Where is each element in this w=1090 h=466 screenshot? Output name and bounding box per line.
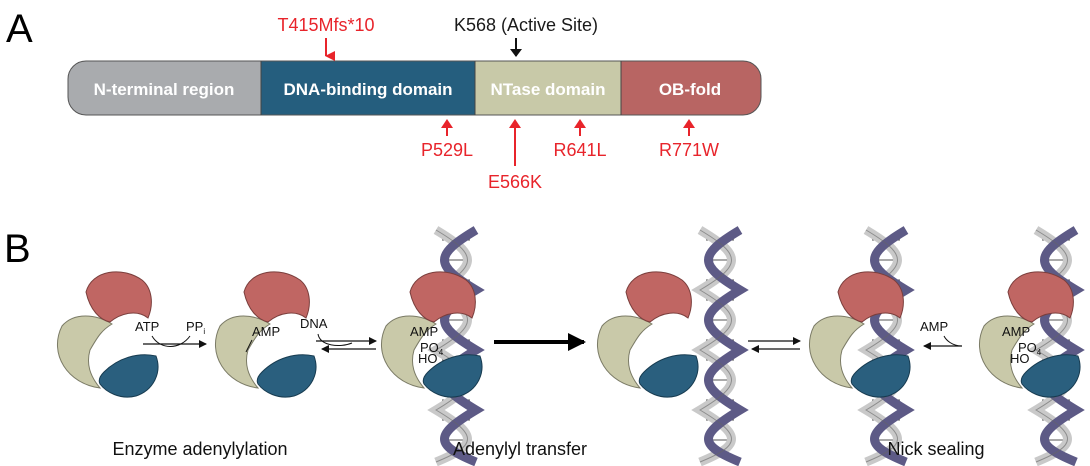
atp-label: ATP [135,319,159,334]
mutation-arrowhead-e566 [509,119,521,128]
amp-label-3: AMP [1002,324,1030,339]
amp-label-2: AMP [410,324,438,339]
domain-bar: N-terminal region DNA-binding domain NTa… [67,60,762,116]
dna-helix-3 [866,230,906,462]
dna-helix-4 [1036,230,1076,462]
domain-bar-outline [67,60,762,116]
dna-helix-2 [700,230,740,462]
mutation-label-r771: R771W [659,140,719,160]
ho-label-2: HO [1010,351,1030,366]
active-site-arrowhead [510,49,522,57]
domain-n-terminal [68,61,278,115]
panel-label-b: B [4,227,31,271]
domain-ob-fold [621,61,761,115]
mutation-label-r641: R641L [553,140,606,160]
panel-label-a: A [6,7,33,51]
domain-ntase [475,61,621,115]
ho-label-1: HO [418,351,438,366]
active-site-label-k568: K568 (Active Site) [454,15,598,35]
ppi-subscript: i [203,327,205,336]
ppi-label: PPi [186,319,205,336]
po-main-1: PO [420,340,439,355]
mutation-label-t415: T415Mfs*10 [277,15,374,35]
amp-release-label: AMP [920,319,948,334]
mutation-label-e566: E566K [488,172,542,192]
domain-label-n-terminal: N-terminal region [94,80,235,99]
po4-label-2: PO4 [1018,340,1042,357]
mutation-arrowhead-p529 [441,119,453,128]
amp-release-curve [943,335,963,347]
domain-label-ob-fold: OB-fold [659,80,721,99]
dna-helix-1 [436,230,476,462]
po4-label-1: PO4 [420,340,444,357]
domain-ob-fold-fill [621,61,651,115]
domain-label-ntase: NTase domain [491,80,606,99]
stage-label-adenylylation: Enzyme adenylylation [112,439,287,459]
mutation-label-p529: P529L [421,140,473,160]
domain-label-dna-binding: DNA-binding domain [283,80,452,99]
atp-curve [151,335,191,347]
dna-curve [317,333,353,347]
enzyme-released [596,271,699,398]
amp-label-1: AMP [252,324,280,339]
mutation-arrowhead-r771 [683,119,695,128]
po-subscript-1: 4 [439,348,444,357]
stage-label-sealing: Nick sealing [887,439,984,459]
domain-n-terminal-fill [240,61,262,115]
amp-bond-1 [245,339,253,353]
po-main-2: PO [1018,340,1037,355]
dna-label: DNA [300,316,328,331]
stage-label-transfer: Adenylyl transfer [453,439,587,459]
po-subscript-2: 4 [1037,348,1042,357]
mutation-arrowhead-r641 [574,119,586,128]
ppi-label-main: PP [186,319,203,334]
domain-dna-binding [261,61,475,115]
enzyme-free [56,271,159,398]
